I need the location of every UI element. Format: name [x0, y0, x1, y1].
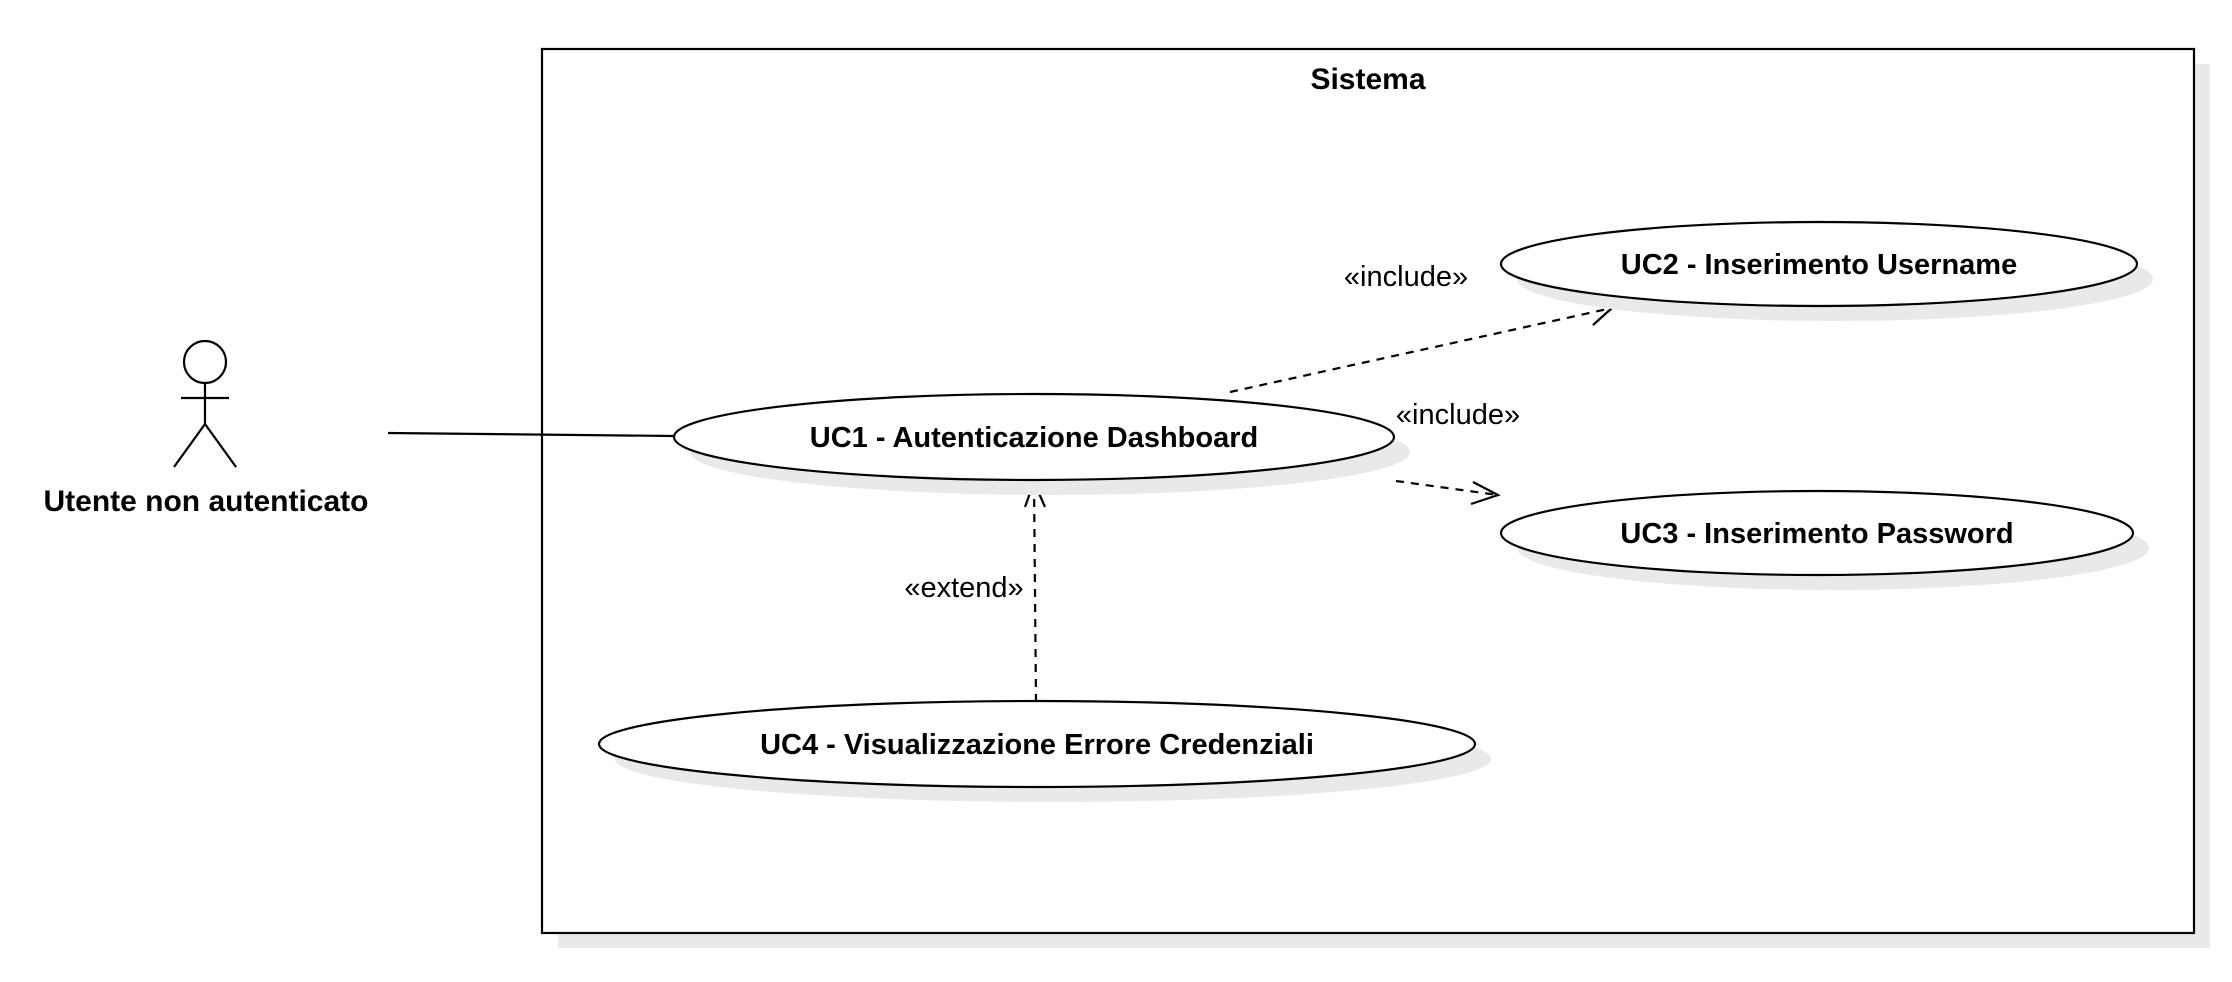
use-case-uc1[interactable]: UC1 - Autenticazione Dashboard: [672, 392, 1410, 495]
use-case-label: UC2 - Inserimento Username: [1621, 249, 2017, 281]
stick-figure-icon: [173, 339, 237, 468]
extend-label: «extend»: [904, 572, 1023, 604]
include-relation-uc2: «include»: [1229, 261, 1614, 394]
include-label-uc2: «include»: [1344, 261, 1468, 293]
use-case-uc2[interactable]: UC2 - Inserimento Username: [1499, 220, 2153, 321]
use-case-label: UC3 - Inserimento Password: [1620, 518, 2013, 550]
use-case-label: UC4 - Visualizzazione Errore Credenziali: [760, 729, 1314, 761]
actor[interactable]: Utente non autenticato: [43, 339, 369, 518]
system-title: Sistema: [1310, 63, 1425, 96]
use-case-uc3[interactable]: UC3 - Inserimento Password: [1499, 489, 2149, 590]
include-label-uc3: «include»: [1396, 399, 1520, 431]
association-line: [387, 431, 676, 438]
use-case-uc4[interactable]: UC4 - Visualizzazione Errore Credenziali: [597, 699, 1491, 802]
open-arrowhead-icon: [1470, 481, 1501, 506]
include-relation-uc3: «include»: [1395, 399, 1520, 506]
actor-label: Utente non autenticato: [43, 485, 368, 518]
extend-relation: «extend»: [904, 479, 1047, 703]
use-case-label: UC1 - Autenticazione Dashboard: [810, 422, 1258, 454]
